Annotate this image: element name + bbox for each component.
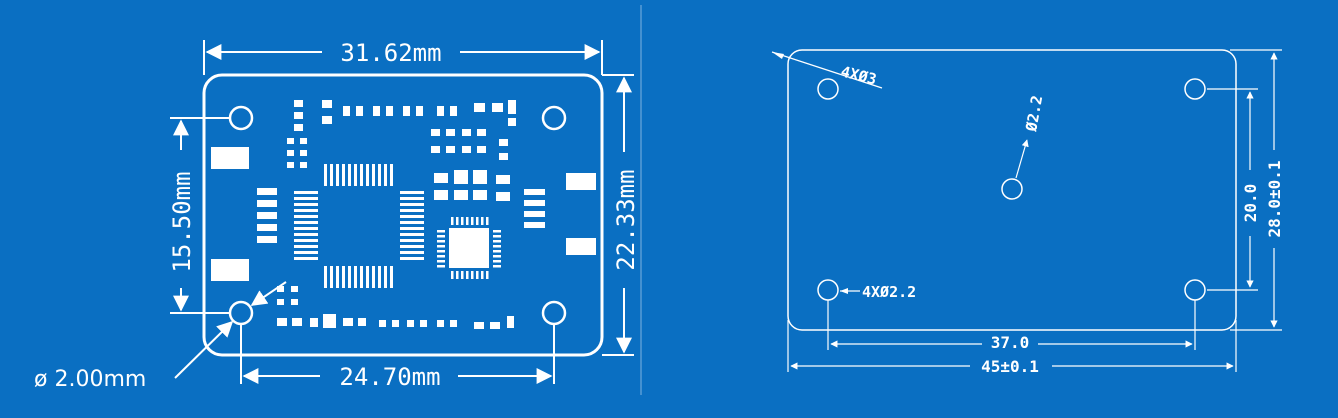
right-dim-hole-pitch-y-label: 20.0 (1241, 184, 1260, 223)
left-dim-hole-pitch-horizontal: 24.70mm (240, 325, 555, 391)
left-dim-hole-diameter: ø 2.00mm (34, 281, 287, 392)
left-dim-width: 31.62mm (203, 39, 603, 75)
left-dim-height: 22.33mm (602, 74, 640, 356)
right-board-outline (787, 49, 1237, 331)
right-hole-bl (817, 279, 839, 301)
right-callout-corner-label: 4XØ3 (839, 62, 878, 88)
left-dim-hole-pitch-vertical-label: 15.50mm (168, 171, 196, 272)
right-dim-width: 45±0.1 (787, 320, 1237, 376)
right-callout-center: Ø2.2 (1015, 94, 1046, 179)
right-callout-center-label: Ø2.2 (1022, 94, 1046, 134)
right-mechanical-drawing: 4XØ3 Ø2.2 4XØ2.2 37.0 45±0.1 (771, 49, 1284, 376)
right-dim-height: 28.0±0.1 (1230, 49, 1284, 331)
right-hole-br (1184, 279, 1206, 301)
right-dim-height-label: 28.0±0.1 (1265, 160, 1284, 237)
right-dim-hole-pitch-x: 37.0 (827, 300, 1196, 352)
right-dim-hole-pitch-x-label: 37.0 (991, 333, 1030, 352)
left-dim-hole-pitch-horizontal-label: 24.70mm (339, 363, 440, 391)
right-hole-tl (817, 78, 839, 100)
right-callout-mount-holes: 4XØ2.2 (840, 283, 916, 301)
left-dim-width-label: 31.62mm (340, 39, 441, 67)
right-hole-tr (1184, 78, 1206, 100)
left-dim-height-label: 22.33mm (612, 169, 640, 270)
left-dim-hole-diameter-label: ø 2.00mm (34, 367, 146, 392)
left-hole-bl (228, 300, 254, 326)
right-callout-mount-holes-label: 4XØ2.2 (862, 283, 916, 301)
right-dim-width-label: 45±0.1 (981, 357, 1039, 376)
left-small-chip (437, 217, 501, 279)
right-dim-hole-pitch-y: 20.0 (1207, 88, 1260, 291)
left-component-pads (211, 100, 596, 329)
left-hole-tl (228, 105, 254, 131)
left-hole-br (541, 300, 567, 326)
left-hole-tr (541, 105, 567, 131)
left-main-chip (294, 164, 424, 288)
left-pcb-drawing: 31.62mm 22.33mm 15.50mm 24.70mm (34, 39, 640, 392)
left-board-outline (202, 73, 604, 357)
left-dim-hole-pitch-vertical: 15.50mm (168, 117, 229, 314)
right-hole-center (1001, 178, 1023, 200)
